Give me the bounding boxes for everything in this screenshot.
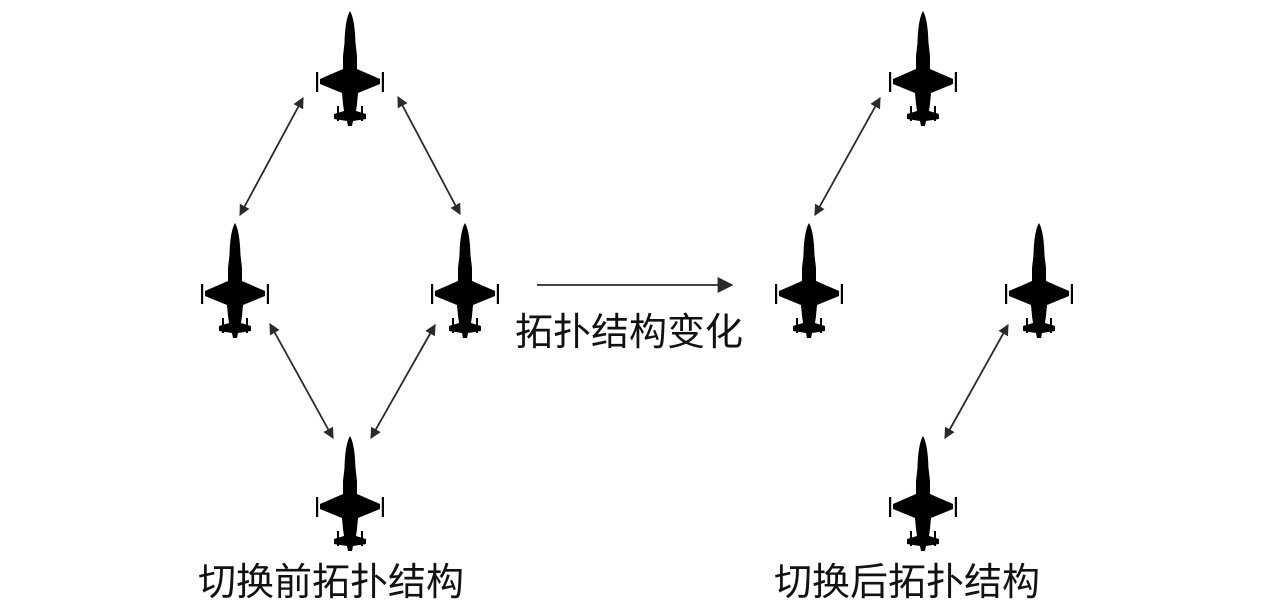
before-topology-label: 切换前拓扑结构 <box>198 560 465 604</box>
link-arrow-top-left <box>239 97 304 216</box>
fighter-jet-icon <box>316 436 384 551</box>
transition-label: 拓扑结构变化 <box>515 310 744 354</box>
link-arrow-right-bottom <box>370 324 436 439</box>
formation-before <box>201 11 499 551</box>
after-topology-label: 切换后拓扑结构 <box>774 560 1041 604</box>
fighter-jet-icon <box>1005 223 1073 338</box>
link-arrow-left-bottom <box>269 323 334 439</box>
fighter-jet-icon <box>889 11 957 126</box>
fighter-jet-icon <box>201 223 269 338</box>
link-arrow-top-right <box>397 96 461 215</box>
link-arrow-top-left <box>814 97 881 216</box>
fighter-jet-icon <box>889 436 957 551</box>
fighter-jet-icon <box>316 11 384 126</box>
link-arrow-right-bottom <box>944 324 1009 439</box>
formation-after <box>775 11 1073 551</box>
fighter-jet-icon <box>431 223 499 338</box>
fighter-jet-icon <box>775 223 843 338</box>
